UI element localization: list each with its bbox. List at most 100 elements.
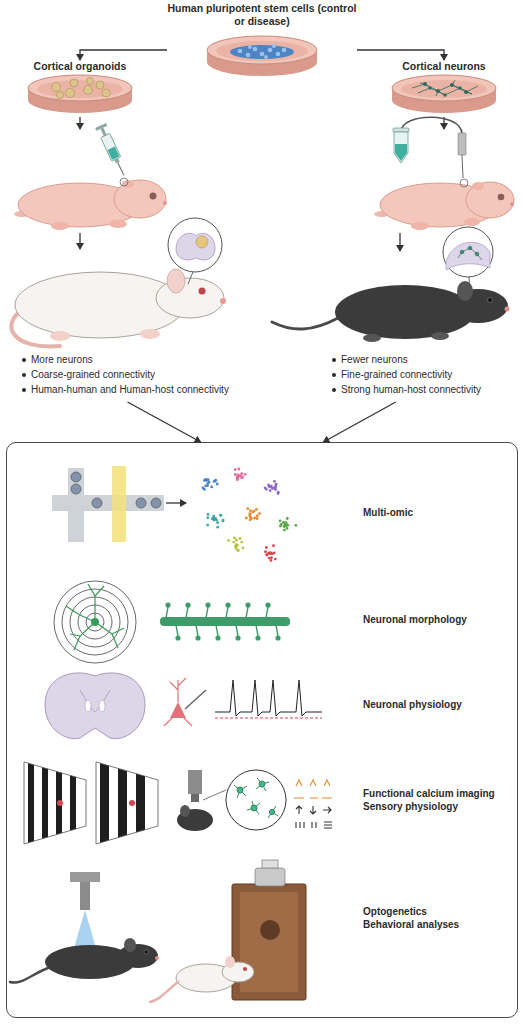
grating-stimulus [136,760,145,846]
bullet-text: More neurons [31,352,235,367]
calcium-zoom [234,785,247,798]
cluster-dot [286,527,289,530]
spine-head [185,602,190,607]
injection-pipette [393,117,466,178]
stem-cell-dish [248,45,252,49]
cluster-dot [256,515,259,518]
flow-connector [80,50,167,60]
rat-pup [120,178,128,186]
neuron-dish [392,75,496,101]
bullet-line: More neurons [20,352,235,367]
mouse-pup [510,202,514,206]
flow-arrow [79,117,80,129]
behavior-apparatus [255,868,285,886]
cluster-dot [204,485,207,488]
spine-head [165,602,170,607]
cluster-dot [258,512,261,515]
cluster-dot [282,521,285,524]
grating-stimulus [28,760,34,846]
analysis-panel: Multi-omicNeuronal morphologyNeuronal ph… [6,442,518,1018]
calcium-zoom [247,801,260,814]
row-label: Neuronal physiology [363,698,513,711]
adult-mouse [431,332,449,340]
rat-pup [163,201,167,205]
spine-neck [166,607,168,618]
adult-mouse [488,298,493,303]
cluster-dot [249,516,252,519]
cluster-dot [235,547,238,550]
adult-rat [140,329,160,339]
behavior-apparatus [150,860,306,1002]
sorting-channel [71,472,81,482]
cluster-dot [206,482,209,485]
calcium-zoom [251,805,257,811]
cluster-dot [249,512,252,515]
optogenetics-mouse [74,910,96,948]
cluster-dot [232,541,235,544]
cluster-dot [273,480,276,483]
neuron-dish [428,86,431,89]
row-label: Behavioral analyses [363,918,513,931]
row-label: Functional calcium imaging [363,787,513,800]
optogenetics-mouse [155,956,159,960]
rat-pup [51,222,69,230]
behavior-apparatus [232,884,306,1000]
behavior-apparatus [260,920,280,940]
grating-stimulus [96,760,160,846]
cluster-dot [268,552,271,555]
analysis-row: Multi-omic [363,506,513,522]
coronal-slice [85,700,91,712]
stem-cell-dish [272,44,276,48]
heading-label: Cortical neurons [384,60,504,73]
cluster-dot [285,524,288,527]
cluster-dot [210,486,213,489]
cluster-dot [216,483,219,486]
analysis-row: Functional calcium imagingSensory physio… [363,787,513,815]
cluster-dot [277,492,280,495]
mouse-pup [464,218,480,226]
cortex-inset [443,227,493,277]
optogenetics-mouse [70,872,100,882]
coronal-slice [45,673,145,739]
imaging-mouse [180,805,190,817]
cluster-dot [272,544,275,547]
organoid-dish [96,81,104,89]
cluster-dot [246,507,249,510]
spine-head [205,602,210,607]
spine-head [255,635,260,640]
flow-connector [128,402,201,442]
bullet-line: Human-human and Human-host connectivity [20,382,235,397]
cluster-dot [253,510,256,513]
cluster-dot [295,524,298,527]
mouse-pup [472,182,484,190]
cluster-dot [280,523,283,526]
cluster-dot [265,546,268,549]
cluster-dot [212,517,215,520]
cluster-dot [256,517,259,520]
cluster-dot [270,559,273,562]
stem-cell-dish [238,49,243,54]
stem-cell-dish [207,36,317,76]
cluster-dot [206,516,209,519]
neuron-dish [425,84,472,95]
cluster-dot [283,529,286,532]
cluster-dot [242,546,245,549]
adult-mouse [457,281,473,301]
adult-mouse [505,307,510,312]
adult-rat [11,269,226,346]
dendrite-spines [160,617,290,626]
brain-inset [168,218,222,284]
row-label: Sensory physiology [363,800,513,813]
cluster-dot [214,479,217,482]
heading-box: Human pluripotent stem cells (control or… [167,2,357,84]
cluster-dot [236,478,239,481]
optogenetics-mouse [124,938,136,952]
behavior-apparatus [243,967,247,971]
mouse-pup [460,179,468,187]
cluster-dot [236,544,239,547]
bullet-text: Strong human-host connectivity [341,382,518,397]
sorting-channel [136,498,146,508]
